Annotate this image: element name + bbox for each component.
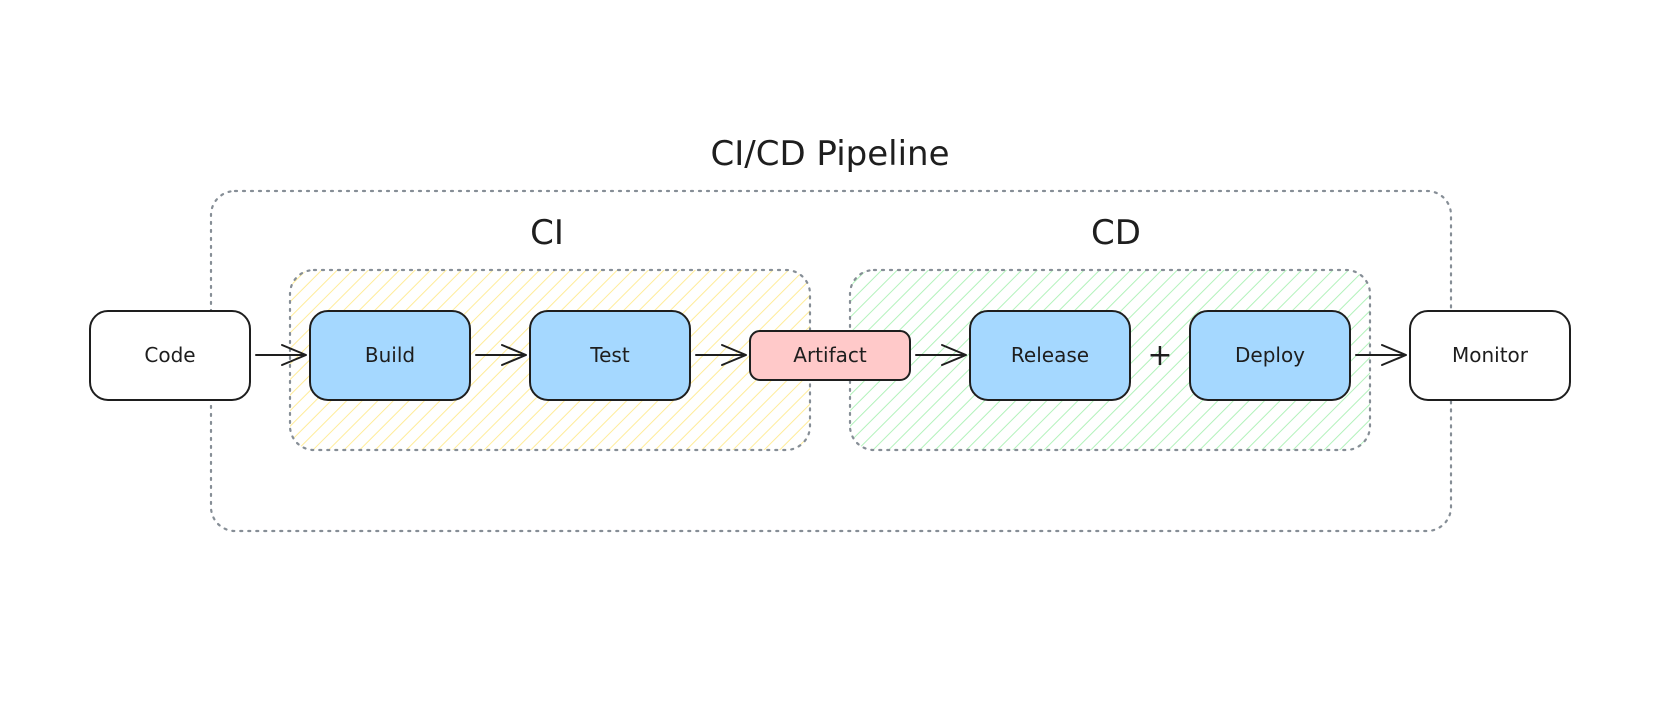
node-build-label: Build — [365, 343, 415, 367]
node-deploy[interactable]: Deploy — [1189, 310, 1351, 401]
edge-code-build — [255, 344, 307, 366]
node-deploy-label: Deploy — [1235, 343, 1305, 367]
diagram-title: CI/CD Pipeline — [710, 134, 949, 174]
edge-build-test — [475, 344, 527, 366]
node-release[interactable]: Release — [969, 310, 1131, 401]
edge-deploy-monitor — [1355, 344, 1407, 366]
node-monitor[interactable]: Monitor — [1409, 310, 1571, 401]
node-artifact[interactable]: Artifact — [749, 330, 911, 381]
node-code[interactable]: Code — [89, 310, 251, 401]
edge-test-artifact — [695, 344, 747, 366]
ci-group-label: CI — [530, 213, 564, 253]
cd-group-label: CD — [1091, 213, 1141, 253]
node-test-label: Test — [589, 343, 630, 367]
edges — [255, 344, 1407, 366]
node-artifact-label: Artifact — [793, 343, 867, 367]
node-test[interactable]: Test — [529, 310, 691, 401]
node-code-label: Code — [144, 343, 195, 367]
plus-symbol: + — [1147, 338, 1172, 373]
node-release-label: Release — [1011, 343, 1089, 367]
node-build[interactable]: Build — [309, 310, 471, 401]
edge-artifact-release — [915, 344, 967, 366]
node-monitor-label: Monitor — [1452, 343, 1529, 367]
